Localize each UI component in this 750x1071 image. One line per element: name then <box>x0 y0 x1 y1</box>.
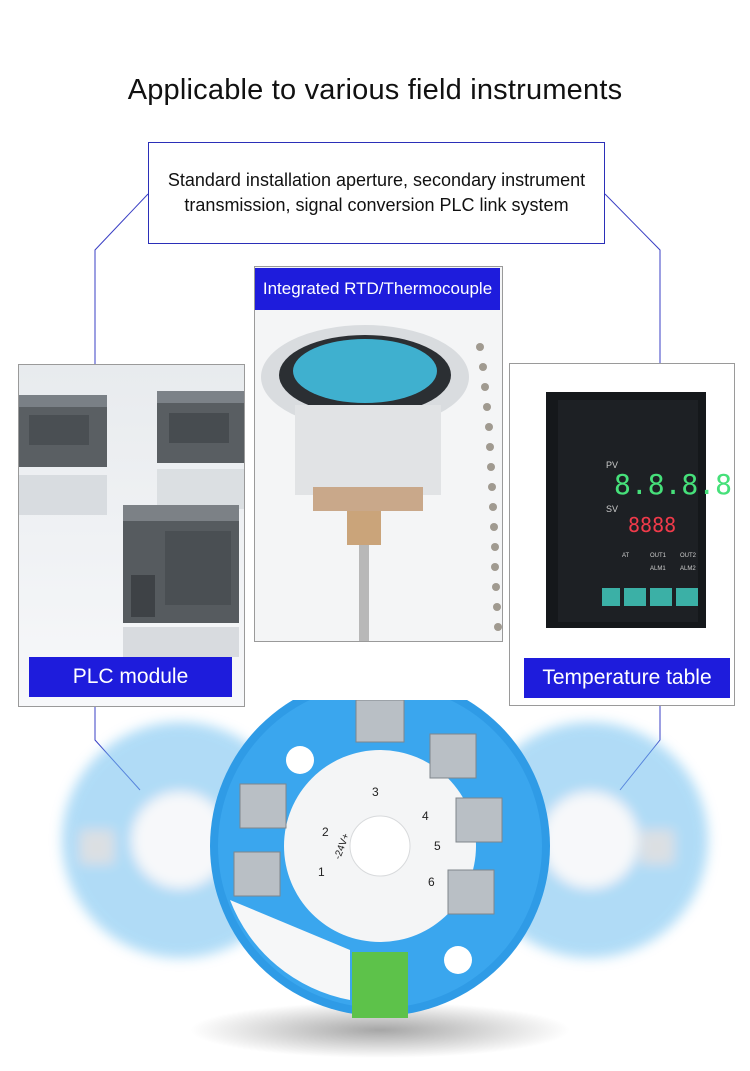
terminal-4: 4 <box>422 809 429 823</box>
plc-unit-1 <box>19 395 107 515</box>
sv-label: SV <box>606 504 618 514</box>
indicator-at: AT <box>622 553 630 559</box>
temperature-table-label: Temperature table <box>524 658 730 698</box>
indicator-alm2: ALM2 <box>680 566 696 572</box>
pv-value: 8.8.8.8 <box>614 468 732 501</box>
description-box: Standard installation aperture, secondar… <box>148 142 605 244</box>
main-transmitter-module <box>210 700 550 1018</box>
terminal-6: 6 <box>428 875 435 889</box>
description-text: Standard installation aperture, secondar… <box>167 170 586 215</box>
terminal-2: 2 <box>322 825 329 839</box>
page-heading: Applicable to various field instruments <box>127 74 623 106</box>
rtd-thermocouple-label: Integrated RTD/Thermocouple <box>255 268 500 310</box>
indicator-out1: OUT1 <box>650 553 667 559</box>
plc-unit-3 <box>123 505 239 657</box>
terminal-1: 1 <box>318 865 325 879</box>
plc-unit-2 <box>157 391 244 509</box>
plc-module-label: PLC module <box>29 657 232 697</box>
plc-module-illustration <box>19 365 244 706</box>
sv-value: 8888 <box>628 513 676 537</box>
pv-label: PV <box>606 460 618 470</box>
rtd-thermocouple-panel <box>254 266 503 642</box>
transmitter-illustration: 1 2 3 4 5 6 -24V+ <box>62 700 708 1058</box>
temperature-controller-illustration: PV SV 8.8.8.8 8888 AT OUT1 OUT2 ALM1 ALM… <box>510 364 734 705</box>
terminal-5: 5 <box>434 839 441 853</box>
thermocouple-head-illustration <box>255 267 502 641</box>
terminal-3: 3 <box>372 785 379 799</box>
plc-module-panel <box>18 364 245 707</box>
temperature-table-panel: PV SV 8.8.8.8 8888 AT OUT1 OUT2 ALM1 ALM… <box>509 363 735 706</box>
indicator-alm1: ALM1 <box>650 566 666 572</box>
indicator-out2: OUT2 <box>680 553 697 559</box>
